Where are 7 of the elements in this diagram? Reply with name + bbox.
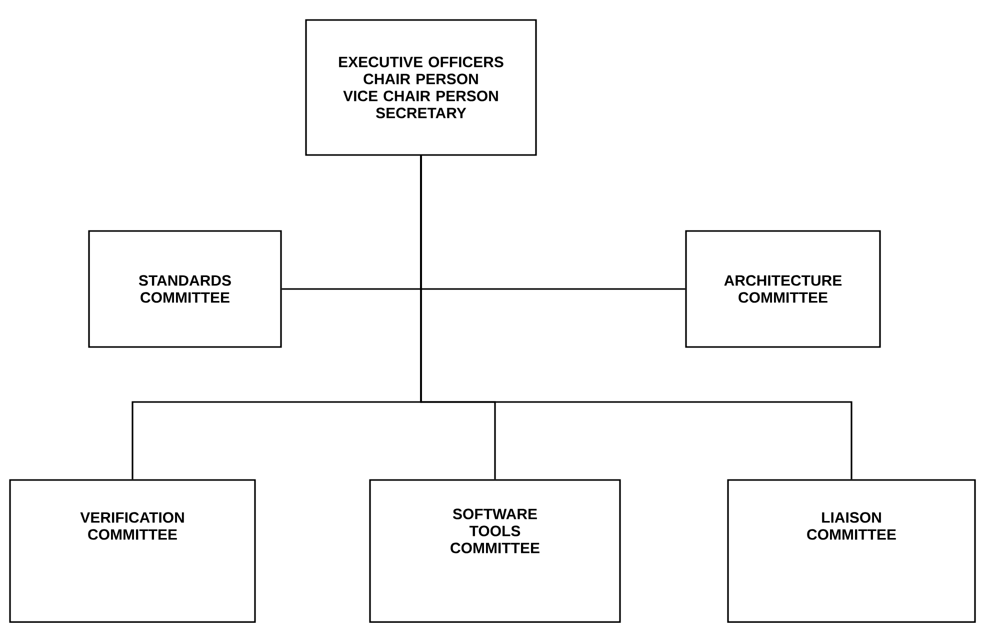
committee-box: STANDARDS COMMITTEE — [88, 230, 282, 348]
committee-box: EXECUTIVE OFFICERS CHAIR PERSON VICE CHAIR PERSON SECRETARY — [305, 19, 537, 156]
committee-box: ARCHITECTURE COMMITTEE — [685, 230, 881, 348]
committee-box: LIAISON COMMITTEE — [727, 479, 976, 623]
committee-box: SOFTWARE TOOLS COMMITTEE — [369, 479, 621, 623]
committee-box: VERIFICATION COMMITTEE — [9, 479, 256, 623]
connector-line — [420, 156, 852, 480]
